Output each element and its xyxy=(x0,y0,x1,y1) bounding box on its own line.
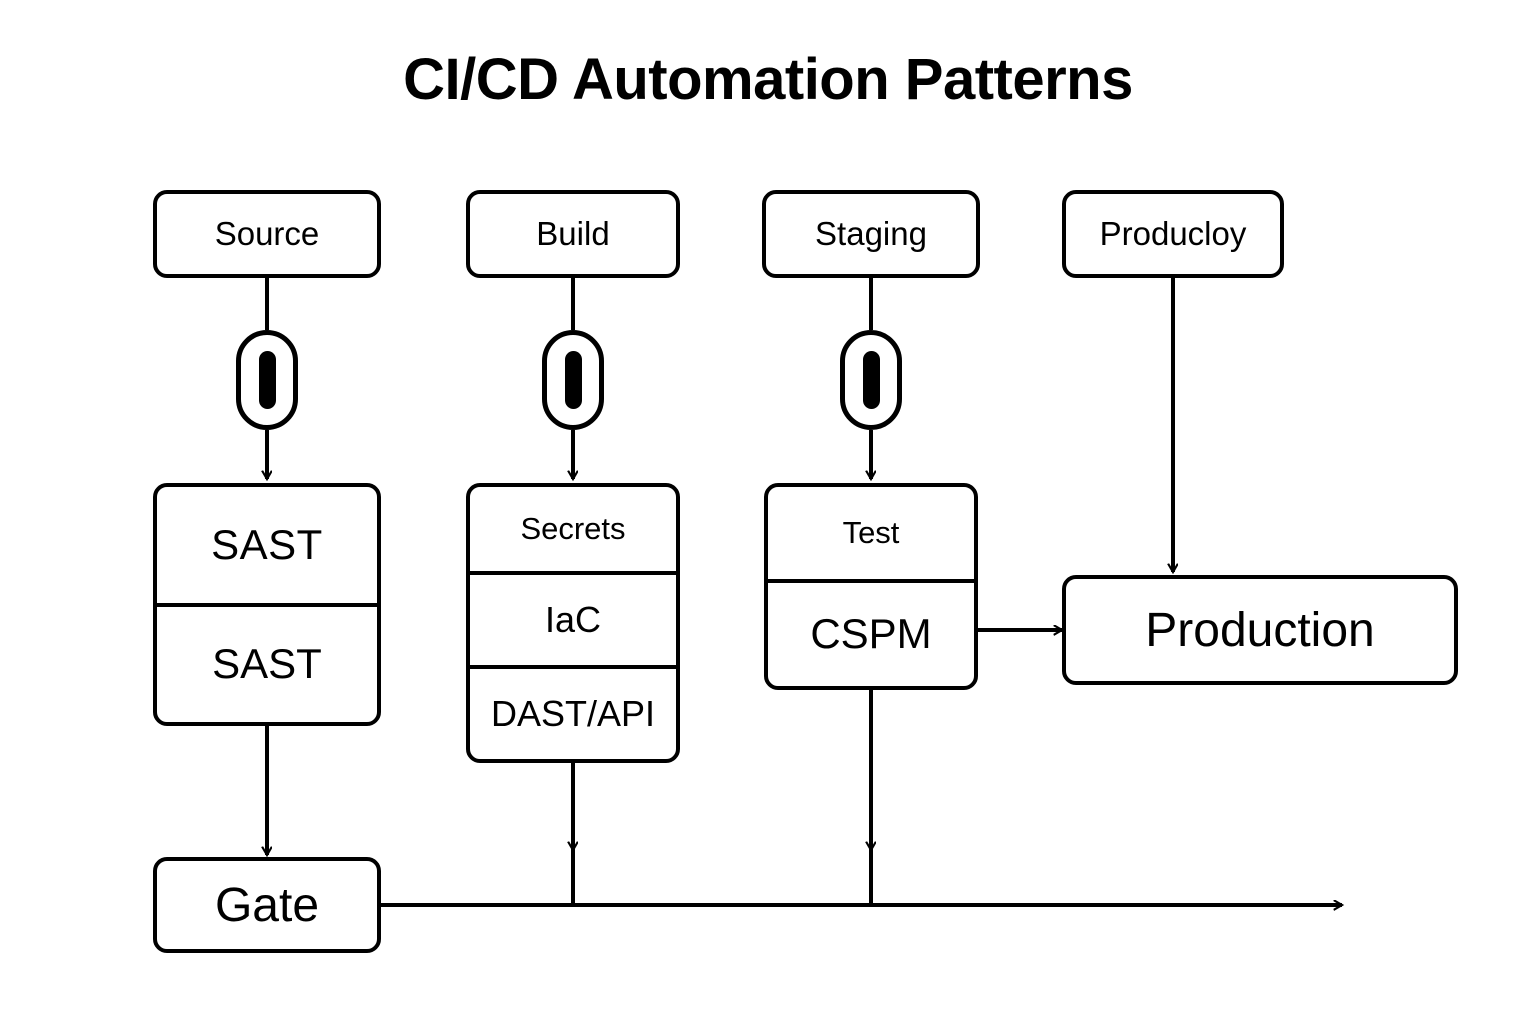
node-cell-iac: IaC xyxy=(470,571,676,665)
pause-gate-icon-staging[interactable] xyxy=(840,330,902,430)
node-staging-scans[interactable]: Test CSPM xyxy=(764,483,978,690)
node-cell-dast-api: DAST/API xyxy=(470,665,676,759)
pause-gate-icon-build[interactable] xyxy=(542,330,604,430)
page-title: CI/CD Automation Patterns xyxy=(403,47,1133,112)
node-source-scans[interactable]: SAST SAST xyxy=(153,483,381,726)
pause-bar-icon xyxy=(564,351,582,409)
node-gate[interactable]: Gate xyxy=(153,857,381,953)
node-build-label: Build xyxy=(536,215,610,252)
node-staging-label: Staging xyxy=(815,215,927,252)
node-production[interactable]: Production xyxy=(1062,575,1458,685)
node-cell-test: Test xyxy=(842,514,900,550)
node-production-label: Production xyxy=(1145,603,1375,657)
node-staging[interactable]: Staging xyxy=(762,190,980,278)
node-build-scans[interactable]: Secrets IaC DAST/API xyxy=(466,483,680,763)
pause-bar-icon xyxy=(862,351,880,409)
node-gate-label: Gate xyxy=(214,878,320,932)
node-build[interactable]: Build xyxy=(466,190,680,278)
node-cell-secrets: Secrets xyxy=(520,511,626,546)
node-cell-cspm: CSPM xyxy=(768,578,974,687)
pause-gate-icon-source[interactable] xyxy=(236,330,298,430)
pause-bar-icon xyxy=(258,351,276,409)
node-producloy-label: Producloy xyxy=(1099,215,1247,252)
node-cell-sast-lower: SAST xyxy=(157,602,377,723)
node-source[interactable]: Source xyxy=(153,190,381,278)
node-cell-sast-upper: SAST xyxy=(211,520,323,568)
node-source-label: Source xyxy=(214,215,320,252)
node-producloy[interactable]: Producloy xyxy=(1062,190,1284,278)
